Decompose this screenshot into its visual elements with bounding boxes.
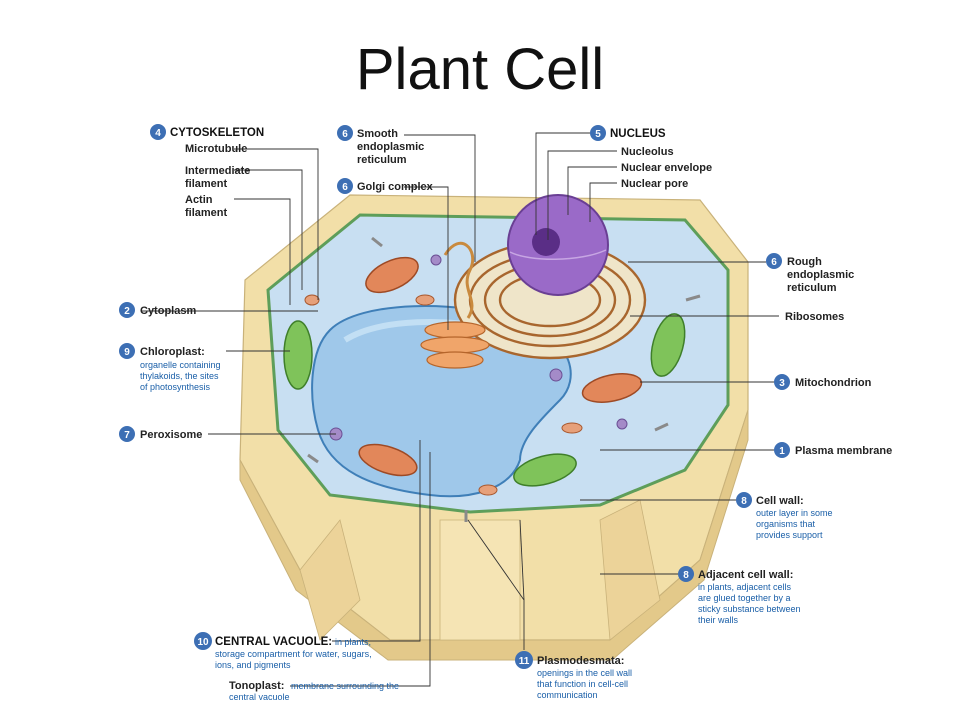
plasmodesmata-desc-1: openings in the cell wall — [537, 668, 632, 678]
chloroplast-desc-1: organelle containing — [140, 360, 221, 370]
cytoskeleton-heading: CYTOSKELETON — [170, 127, 264, 139]
plasmodesmata-marks — [307, 236, 701, 522]
badge-rough-er-number: 6 — [771, 257, 777, 268]
label-cytoplasm: 2 Cytoplasm — [119, 302, 196, 318]
cell-wall-heading: Cell wall: — [756, 495, 804, 507]
chloroplast-heading: Chloroplast: — [140, 346, 205, 358]
label-nuclear-pore: Nuclear pore — [621, 178, 688, 190]
nucleus-heading: NUCLEUS — [610, 128, 666, 140]
badge-adjacent-cell-wall-number: 8 — [683, 570, 689, 581]
adjacent-wall-left — [299, 519, 361, 641]
smooth-er-line-3: reticulum — [357, 154, 407, 166]
smooth-er-line-2: endoplasmic — [357, 141, 424, 153]
badge-smooth-er-number: 6 — [342, 129, 348, 140]
tonoplast-desc-inline: membrane surrounding the — [291, 681, 399, 691]
label-central-vacuole: 10 CENTRAL VACUOLE: in plants, storage c… — [194, 632, 372, 670]
diagram-title: Plant Cell — [355, 37, 605, 102]
label-cell-wall: 8 Cell wall: outer layer in some organis… — [736, 492, 833, 540]
label-plasmodesmata: 11 Plasmodesmata: openings in the cell w… — [515, 651, 632, 700]
tonoplast-desc-1: central vacuole — [229, 692, 290, 702]
plasmodesmata-heading: Plasmodesmata: — [537, 655, 624, 667]
smooth-er — [443, 241, 475, 319]
chloroplast-desc-2: thylakoids, the sites — [140, 371, 219, 381]
plasmodesmata-desc-2: that function in cell-cell — [537, 679, 628, 689]
adjacent-cell-wall-desc-1: in plants, adjacent cells — [698, 582, 792, 592]
label-tonoplast: Tonoplast: membrane surrounding the cent… — [229, 680, 399, 702]
cytoplasm-heading: Cytoplasm — [140, 305, 196, 317]
nucleus — [507, 194, 609, 296]
label-nuclear-envelope: Nuclear envelope — [621, 162, 712, 174]
label-peroxisome: 7 Peroxisome — [119, 426, 202, 442]
adjacent-cell-wall-desc-3: sticky substance between — [698, 604, 801, 614]
cell-wall-desc-1: outer layer in some — [756, 508, 833, 518]
mitochondrion-heading: Mitochondrion — [795, 377, 872, 389]
plasmodesmata-desc-3: communication — [537, 690, 598, 700]
central-vacuole-heading: CENTRAL VACUOLE: — [215, 636, 332, 648]
badge-cell-wall-number: 8 — [741, 496, 747, 507]
leader-lines — [142, 132, 779, 687]
badge-chloroplast-number: 9 — [124, 347, 130, 358]
label-adjacent-cell-wall: 8 Adjacent cell wall: in plants, adjacen… — [678, 566, 801, 625]
label-rough-er: 6 Rough endoplasmic reticulum — [766, 253, 854, 294]
tonoplast-heading: Tonoplast: — [229, 680, 284, 692]
badge-mitochondrion-number: 3 — [779, 378, 785, 389]
adjacent-cell-wall-desc-2: are glued together by a — [698, 593, 791, 603]
label-nucleolus: Nucleolus — [621, 146, 674, 158]
label-golgi: 6 Golgi complex — [337, 178, 434, 194]
chloroplasts — [283, 313, 686, 487]
chloroplast-desc-3: of photosynthesis — [140, 382, 211, 392]
label-microtubule: Microtubule — [185, 143, 247, 155]
cell-illustration — [239, 194, 749, 661]
peroxisome-heading: Peroxisome — [140, 429, 202, 441]
adjacent-wall-bottom — [439, 519, 521, 641]
label-actin-filament-2: filament — [185, 207, 228, 219]
badge-golgi-number: 6 — [342, 182, 348, 193]
label-mitochondrion: 3 Mitochondrion — [774, 374, 872, 390]
label-cytoskeleton: 4 CYTOSKELETON — [150, 124, 264, 140]
vesicles — [304, 294, 583, 496]
badge-central-vacuole-number: 10 — [197, 637, 209, 648]
badge-cytoskeleton-number: 4 — [155, 128, 161, 139]
cell-wall-desc-3: provides support — [756, 530, 823, 540]
badge-peroxisome-number: 7 — [124, 430, 130, 441]
label-smooth-er: 6 Smooth endoplasmic reticulum — [337, 125, 424, 166]
central-vacuole-desc-1: storage compartment for water, sugars, — [215, 649, 372, 659]
badge-plasma-membrane-number: 1 — [779, 446, 785, 457]
cell-wall-side — [239, 409, 749, 661]
golgi-heading: Golgi complex — [357, 181, 434, 193]
rough-er-line-3: reticulum — [787, 282, 837, 294]
badge-cytoplasm-number: 2 — [124, 306, 130, 317]
mitochondria — [358, 256, 643, 477]
label-nucleus: 5 NUCLEUS — [590, 125, 666, 141]
peroxisomes — [329, 254, 628, 441]
badge-nucleus-number: 5 — [595, 129, 601, 140]
rough-er-line-1: Rough — [787, 256, 822, 268]
golgi-complex — [420, 321, 490, 369]
central-vacuole-desc-2: ions, and pigments — [215, 660, 291, 670]
smooth-er-line-1: Smooth — [357, 128, 398, 140]
plasma-membrane-heading: Plasma membrane — [795, 445, 892, 457]
label-ribosomes: Ribosomes — [785, 311, 844, 323]
badge-cytoskeleton — [150, 124, 166, 140]
rough-er-line-2: endoplasmic — [787, 269, 854, 281]
label-plasma-membrane: 1 Plasma membrane — [774, 442, 892, 458]
central-vacuole-desc-inline: in plants, — [335, 637, 371, 647]
label-intermediate-filament-1: Intermediate — [185, 165, 250, 177]
adjacent-cell-wall-desc-4: their walls — [698, 615, 739, 625]
label-actin-filament-1: Actin — [185, 194, 213, 206]
label-intermediate-filament-2: filament — [185, 178, 228, 190]
badge-plasmodesmata-number: 11 — [519, 656, 530, 667]
label-chloroplast: 9 Chloroplast: organelle containing thyl… — [119, 343, 221, 392]
adjacent-cell-wall-heading: Adjacent cell wall: — [698, 569, 793, 581]
adjacent-wall-right — [599, 499, 661, 641]
cell-wall-desc-2: organisms that — [756, 519, 816, 529]
